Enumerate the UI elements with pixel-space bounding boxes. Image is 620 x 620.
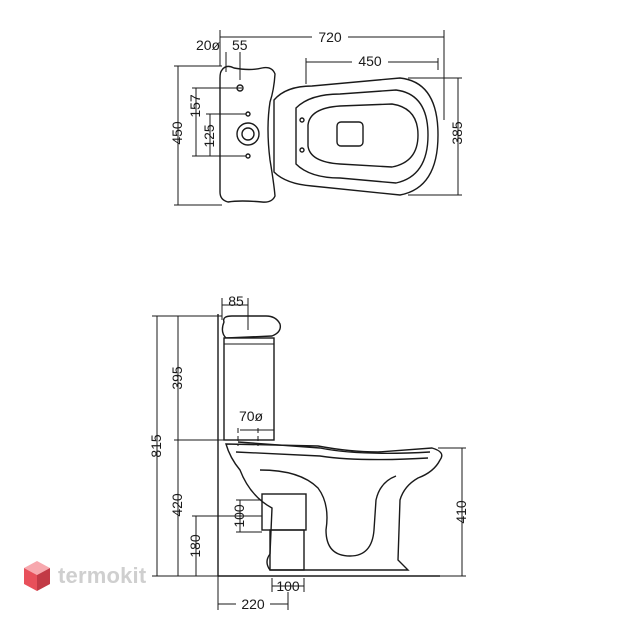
top-bowl-inner xyxy=(307,103,419,168)
side-cistern-body xyxy=(223,337,275,441)
dim-outlet: 70ø xyxy=(239,408,264,424)
dim-hole-offset: 55 xyxy=(232,37,248,53)
dim-seat-height: 420 xyxy=(169,493,185,517)
side-view: 70ø 85 815 395 420 180 100 410 xyxy=(148,293,469,612)
side-floor-outlet xyxy=(269,529,305,571)
top-flush-button-inner xyxy=(241,127,255,141)
dim-depth-total: 450 xyxy=(169,121,185,145)
dim-trap-width: 100 xyxy=(276,578,300,594)
dim-trap-distance: 220 xyxy=(241,596,265,612)
top-hinge-hole xyxy=(299,117,305,123)
side-pan-outline xyxy=(225,443,443,571)
top-bowl-outline xyxy=(273,77,439,196)
cube-icon xyxy=(24,561,50,591)
top-fix-hole xyxy=(245,111,251,117)
watermark-logo: termokit xyxy=(22,558,146,594)
logo-text: termokit xyxy=(58,563,147,588)
dim-cistern-height: 395 xyxy=(169,366,185,390)
dim-lid-depth: 85 xyxy=(228,293,244,309)
dim-fix-125: 125 xyxy=(201,124,217,148)
dim-trap-pipe: 100 xyxy=(231,504,247,528)
top-bowl-rim xyxy=(295,89,429,184)
side-cistern-lid xyxy=(221,315,282,339)
top-fix-hole xyxy=(245,153,251,159)
top-hinge-hole xyxy=(299,147,305,153)
dim-pan-height: 410 xyxy=(453,500,469,524)
top-drain xyxy=(336,121,364,147)
dim-bowl-width: 450 xyxy=(358,53,382,69)
side-trap xyxy=(259,469,397,557)
dim-fix-157: 157 xyxy=(187,94,203,118)
dim-floor-height: 180 xyxy=(187,534,203,558)
top-view: 720 450 20ø 55 385 450 157 125 xyxy=(169,28,465,206)
dim-holes: 20ø xyxy=(196,37,221,53)
dim-width-total: 720 xyxy=(318,29,342,45)
dim-bowl-depth: 385 xyxy=(449,121,465,145)
side-seat xyxy=(237,441,431,455)
dim-height-total: 815 xyxy=(148,434,164,458)
